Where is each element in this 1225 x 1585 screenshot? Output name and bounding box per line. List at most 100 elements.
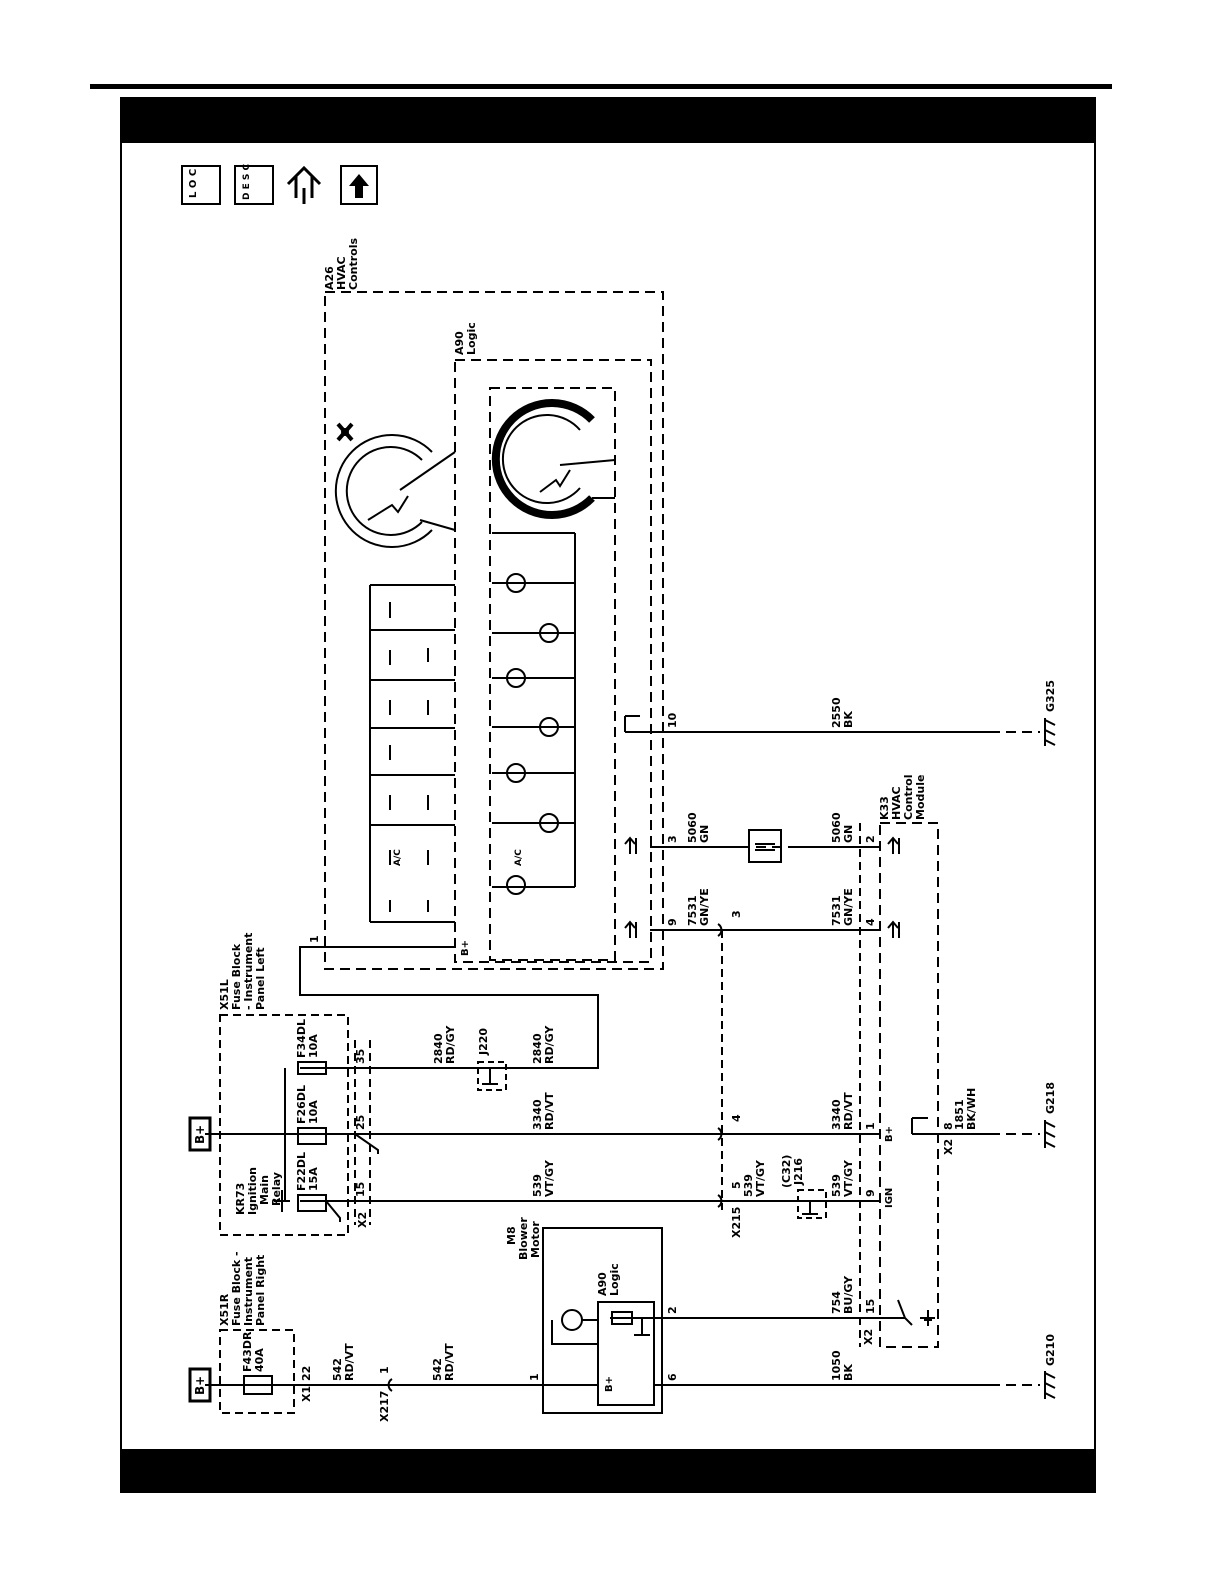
pin-x215-4: 4 xyxy=(730,1114,743,1122)
wire-539-c-color: VT/GY xyxy=(842,1159,855,1197)
f43dr-label: F43DR xyxy=(241,1331,254,1372)
pin-a26-1: 1 xyxy=(308,935,321,943)
splice-j220 xyxy=(477,1061,507,1091)
wire-1851-bkwh xyxy=(911,1117,990,1135)
g210-label: G210 xyxy=(1044,1334,1057,1366)
wire-2840-b-circuit: 2840 xyxy=(531,1033,544,1064)
wire-3340-b-circuit: 3340 xyxy=(830,1099,843,1130)
pin-x51r-22: 22 xyxy=(300,1366,313,1381)
desc-icon[interactable]: D E S C xyxy=(234,163,274,205)
x51l-label-3: - Instrument xyxy=(242,933,255,1010)
m8-bplus-terminal: B+ xyxy=(604,1376,615,1392)
x51r-label-id: X51R xyxy=(218,1293,231,1326)
x2-label-x51l: X2 xyxy=(356,1212,369,1228)
x51l-label-4: Panel Left xyxy=(254,947,267,1010)
wire-539-a-color: VT/GY xyxy=(543,1159,556,1197)
splice-j216-label: J216 xyxy=(792,1158,805,1186)
wire-7531-a-circuit: 7531 xyxy=(686,895,699,926)
f34dl-rating: 10A xyxy=(307,1034,320,1058)
a90-logic-box xyxy=(454,359,652,963)
wire-3340-a-circuit: 3340 xyxy=(531,1099,544,1130)
mode-switch-array xyxy=(369,584,455,923)
m8-blower-motor-box xyxy=(542,1227,663,1414)
fan-icon xyxy=(336,422,354,442)
a26-label-3: Controls xyxy=(347,238,360,290)
fuse-f34dl xyxy=(297,1061,327,1075)
wire-1050-circuit: 1050 xyxy=(830,1350,843,1381)
wire-1851-circuit: 1851 xyxy=(953,1099,966,1130)
wire-542-a-circuit: 542 xyxy=(331,1358,344,1381)
arrow-up-icon[interactable] xyxy=(340,165,378,205)
connector-pin-icon[interactable] xyxy=(286,165,322,204)
wire-7531-a-color: GN/YE xyxy=(698,888,711,926)
x51l-label-2: Fuse Block xyxy=(230,943,243,1010)
pin-a26-10: 10 xyxy=(666,712,679,728)
ground-g218-icon xyxy=(1044,1120,1056,1148)
wire-539-b-circuit: 539 xyxy=(742,1174,755,1197)
f34dl-label: F34DL xyxy=(295,1019,308,1058)
pin-m8-1: 1 xyxy=(528,1373,541,1381)
header-band xyxy=(122,99,1094,143)
f26dl-label: F26DL xyxy=(295,1085,308,1124)
x51r-label-2: Fuse Block - xyxy=(230,1251,243,1326)
wire-754-color: BU/GY xyxy=(842,1275,855,1314)
motor-symbol xyxy=(561,1309,583,1331)
serial-data-arrows-a26-3 xyxy=(624,836,637,854)
k33-label-id: K33 xyxy=(878,796,891,820)
ground-g210-icon xyxy=(1044,1371,1056,1399)
splice-j216 xyxy=(797,1189,827,1219)
a26-label-id: A26 xyxy=(323,266,336,290)
f26dl-rating: 10A xyxy=(307,1100,320,1124)
svg-text:D E S C: D E S C xyxy=(242,163,252,200)
a90-motor-label-id: A90 xyxy=(596,1272,609,1296)
wire-539-c-circuit: 539 xyxy=(830,1174,843,1197)
a90-top-label-id: A90 xyxy=(453,331,466,355)
wire-542-a-color: RD/VT xyxy=(343,1343,356,1381)
x2-label-k33-bottom: X2 xyxy=(862,1329,875,1345)
pin-x215-3: 3 xyxy=(730,910,743,918)
a90-motor-label-2: Logic xyxy=(608,1263,621,1296)
relay-kr73-coil xyxy=(274,1190,341,1222)
ground-g325-icon xyxy=(1044,718,1056,746)
k33-label-3: Control xyxy=(902,775,915,820)
wire-539-a-circuit: 539 xyxy=(531,1174,544,1197)
bplus-source-top xyxy=(188,1116,212,1152)
c32-label: (C32) xyxy=(780,1155,793,1188)
footer-band xyxy=(122,1449,1094,1491)
pin-k33-8: 8 xyxy=(942,1122,955,1130)
pin-x215-5: 5 xyxy=(730,1181,743,1189)
wire-5060-b-circuit: 5060 xyxy=(830,812,843,843)
wire-2550-color: BK xyxy=(842,711,855,728)
pin-k33-9: 9 xyxy=(864,1189,877,1197)
x215-label: X215 xyxy=(730,1207,743,1238)
loc-icon[interactable]: L O C xyxy=(181,165,221,205)
a90-blower-logic-box xyxy=(597,1301,655,1406)
serial-data-arrows-a26-9 xyxy=(624,920,637,938)
pin-k33-2: 2 xyxy=(864,835,877,843)
wire-2840-a-circuit: 2840 xyxy=(432,1033,445,1064)
a90-top-label-2: Logic xyxy=(465,322,478,355)
wire-2840-a-color: RD/GY xyxy=(444,1025,457,1064)
wire-542-b-color: RD/VT xyxy=(443,1343,456,1381)
pin-m8-2: 2 xyxy=(666,1306,679,1314)
f43dr-rating: 40A xyxy=(253,1348,266,1372)
f22dl-rating: 15A xyxy=(307,1167,320,1191)
wire-1050-color: BK xyxy=(842,1364,855,1381)
k33-bplus-terminal: B+ xyxy=(884,1126,895,1142)
x217-label: X217 xyxy=(378,1391,391,1422)
pin-k33-1: 1 xyxy=(864,1122,877,1130)
wire-754-circuit: 754 xyxy=(830,1291,843,1314)
splice-j220-label: J220 xyxy=(477,1028,490,1056)
fuse-f22dl xyxy=(297,1194,327,1212)
k33-hvac-control-module-box xyxy=(879,822,939,1348)
indicator-led-column xyxy=(492,532,576,895)
header-rule xyxy=(90,84,1112,89)
x1-label: X1 xyxy=(300,1386,313,1402)
f22dl-label: F22DL xyxy=(295,1152,308,1191)
wire-3340-a-color: RD/VT xyxy=(543,1092,556,1130)
g218-label: G218 xyxy=(1044,1082,1057,1114)
k33-label-2: HVAC xyxy=(890,786,903,820)
diagram-frame xyxy=(120,97,1096,1493)
x2-label-k33-gnd: X2 xyxy=(942,1139,955,1155)
